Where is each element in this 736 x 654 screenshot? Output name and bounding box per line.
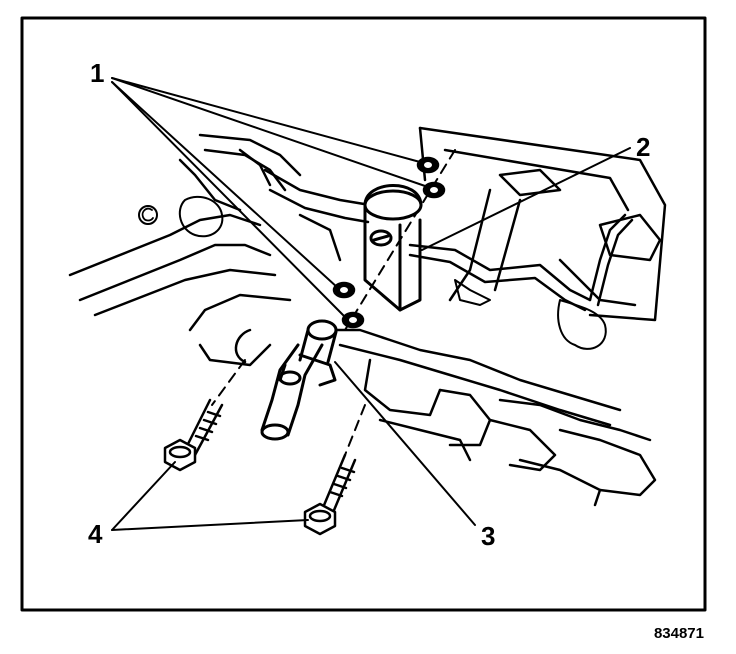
leader-lines — [111, 77, 631, 531]
leader-4-b — [111, 519, 309, 531]
seal-ring-upper-2 — [422, 181, 446, 199]
seal-ring-lower-2 — [341, 311, 365, 329]
bolt-left — [163, 398, 224, 472]
engine-bracket-background — [418, 126, 667, 322]
callout-3: 3 — [481, 521, 495, 551]
callout-1: 1 — [90, 58, 104, 88]
leader-1-b — [111, 77, 429, 188]
seal-rings — [332, 156, 446, 329]
leader-1-a — [111, 77, 421, 163]
circle-c-symbol — [138, 205, 158, 225]
refrigerant-line — [408, 213, 634, 350]
figure-number: 834871 — [654, 625, 704, 642]
seal-ring-lower-1 — [332, 281, 356, 299]
leader-3 — [334, 361, 476, 526]
callout-4: 4 — [88, 519, 103, 549]
leader-1-c — [111, 81, 339, 289]
leader-2 — [421, 147, 631, 251]
upper-left-hoses — [68, 133, 372, 317]
leader-4-a — [111, 461, 176, 531]
bolt-right — [303, 453, 357, 536]
pipe-fitting — [260, 319, 338, 441]
callout-2: 2 — [636, 132, 650, 162]
lower-engine-manifold — [188, 293, 657, 507]
bolt-guide-lines — [211, 359, 366, 456]
seal-ring-upper-1 — [416, 156, 440, 174]
figure-frame — [20, 16, 707, 612]
expansion-valve-block — [363, 184, 423, 312]
leader-1-d — [111, 81, 347, 319]
